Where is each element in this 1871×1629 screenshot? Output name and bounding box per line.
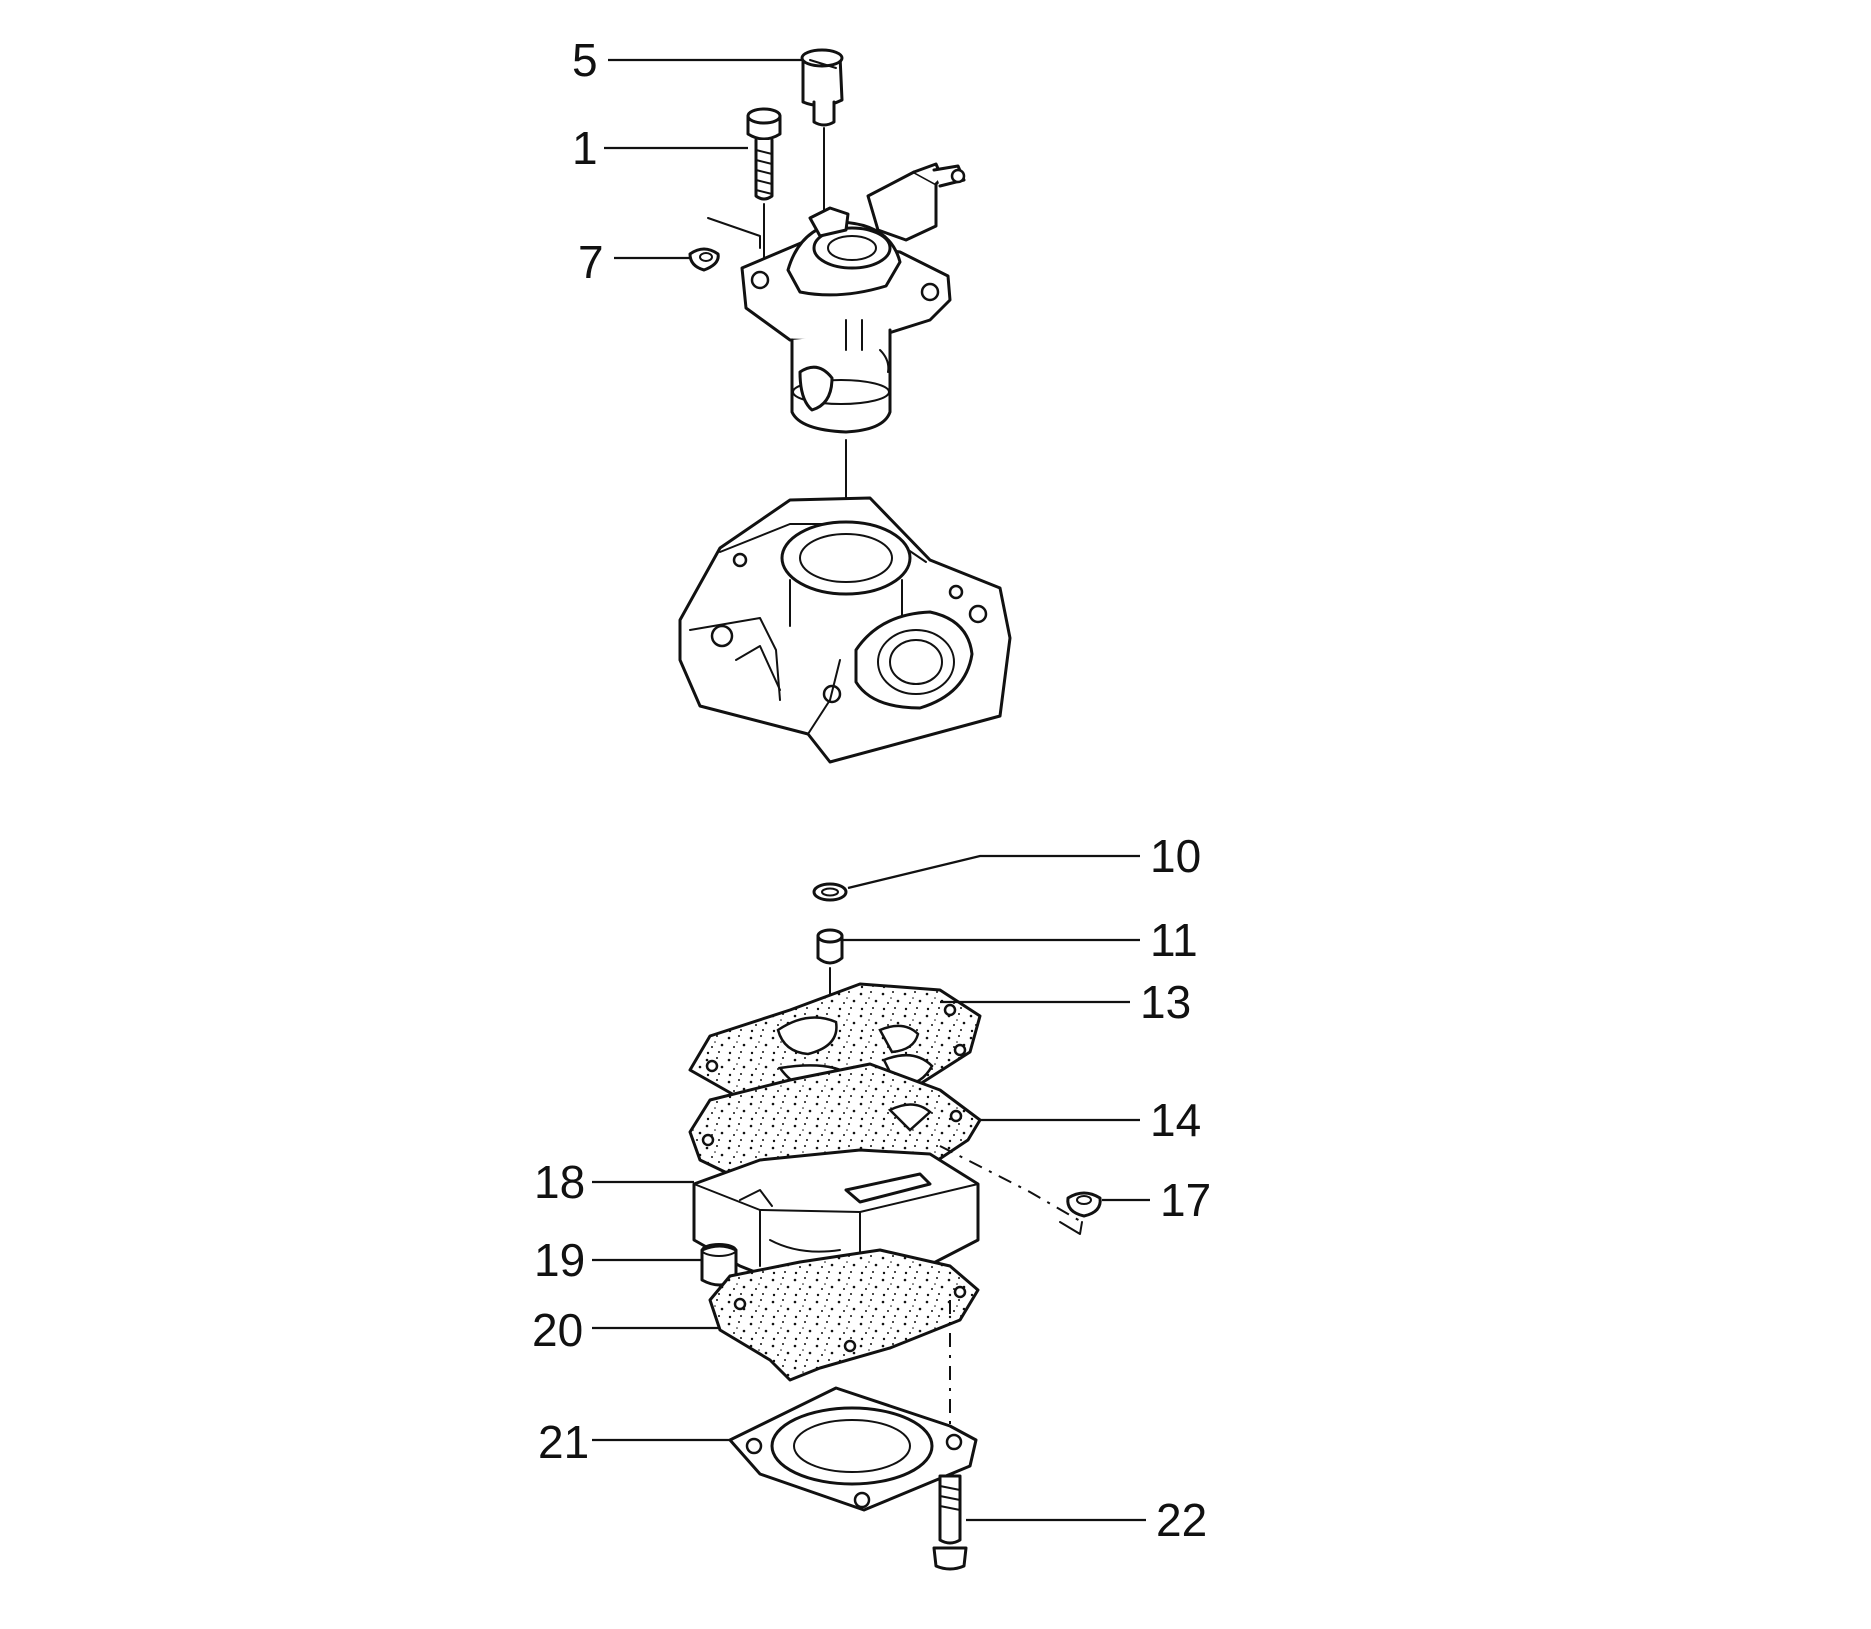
part-20-gasket — [708, 1248, 980, 1382]
part-7-leader-bracket — [707, 217, 761, 249]
callout-20: 20 — [532, 1304, 583, 1356]
callout-14: 14 — [1150, 1094, 1201, 1146]
part-22-screw — [932, 1474, 968, 1571]
callout-5: 5 — [572, 34, 598, 86]
part-1-screw — [746, 107, 782, 261]
part-17-nut — [1066, 1191, 1102, 1218]
callout-19: 19 — [534, 1234, 585, 1286]
callout-7: 7 — [578, 236, 604, 288]
callout-10: 10 — [1150, 830, 1201, 882]
part-11-plug — [816, 928, 844, 1041]
carburetor-top-housing — [740, 162, 966, 434]
callout-17: 17 — [1160, 1174, 1211, 1226]
callout-22: 22 — [1156, 1494, 1207, 1546]
part-21-cover-plate — [728, 1386, 978, 1512]
part-5-adjusting-screw — [800, 48, 844, 211]
callout-21: 21 — [538, 1416, 589, 1468]
callout-13: 13 — [1140, 976, 1191, 1028]
part-17-bracket — [1059, 1221, 1083, 1235]
callout-18: 18 — [534, 1156, 585, 1208]
part-10-washer — [812, 882, 848, 902]
callout-11: 11 — [1150, 914, 1198, 966]
part-17-axis — [939, 1145, 1083, 1223]
part-7-nut — [688, 247, 720, 272]
leader-10 — [847, 854, 1140, 890]
callout-1: 1 — [572, 122, 598, 174]
carburetor-main-body — [678, 496, 1012, 764]
